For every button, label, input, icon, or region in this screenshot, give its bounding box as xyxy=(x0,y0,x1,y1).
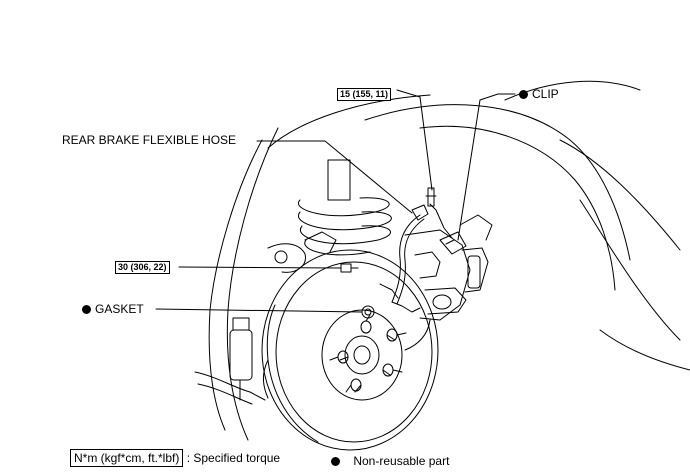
brake-caliper xyxy=(404,214,493,351)
legend-nonreusable: Non-reusable part xyxy=(331,455,449,467)
nonreusable-dot-icon xyxy=(331,457,340,466)
rear-brake-flexible-hose-label: REAR BRAKE FLEXIBLE HOSE xyxy=(62,133,237,147)
legend-torque-unit-box: N*m (kgf*cm, ft.*lbf) xyxy=(70,449,184,467)
fender-outline xyxy=(208,80,690,441)
coil-spring xyxy=(297,159,392,256)
legend-torque-text: : Specified torque xyxy=(186,451,281,465)
bolts xyxy=(340,187,437,319)
brake-hose-line xyxy=(391,203,467,313)
nonreusable-dot-icon xyxy=(519,90,528,99)
nonreusable-dot-icon xyxy=(82,305,91,314)
legend-nonreusable-text: Non-reusable part xyxy=(353,454,450,468)
clip-label-text: CLIP xyxy=(532,87,559,101)
brake-disc xyxy=(261,249,439,451)
legend-torque: N*m (kgf*cm, ft.*lbf) : Specified torque xyxy=(70,449,281,467)
leader-lines xyxy=(155,89,516,313)
clip-label: CLIP xyxy=(519,88,559,100)
gasket-label: GASKET xyxy=(82,303,144,315)
torque-label-caliper-bolt: 30 (306, 22) xyxy=(115,261,170,274)
gasket-label-text: GASKET xyxy=(95,302,144,316)
suspension-arm xyxy=(194,231,337,405)
wheel-studs xyxy=(329,314,407,393)
torque-label-hose-bolt: 15 (155, 11) xyxy=(337,88,392,101)
